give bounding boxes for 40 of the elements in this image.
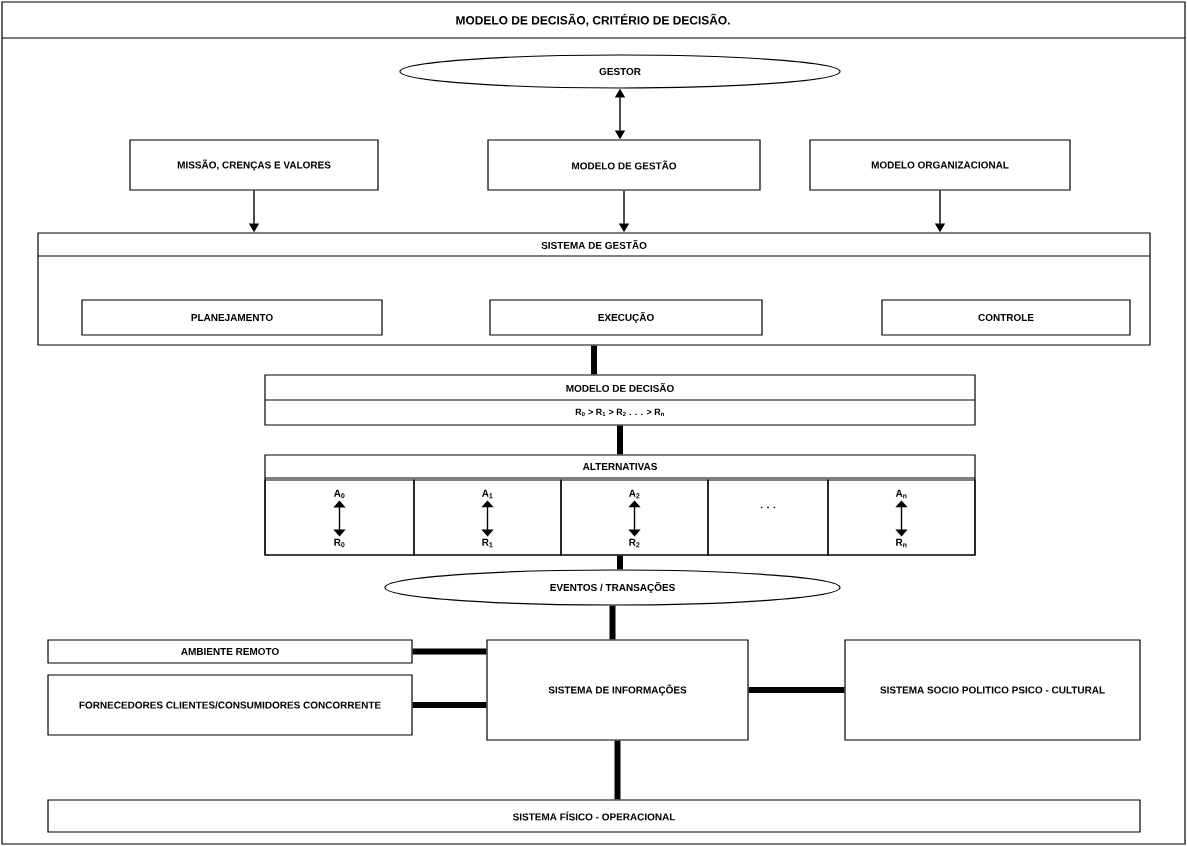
process-box: SISTEMA FÍSICO - OPERACIONAL <box>47 799 1141 833</box>
connector <box>591 345 597 375</box>
symbol-label: R$_{0}$ <box>334 538 345 548</box>
symbol-label: R$_{2}$ <box>629 538 640 548</box>
connector <box>412 702 487 708</box>
table-cell <box>413 479 562 556</box>
symbol-label: R$_{n}$ <box>896 538 907 548</box>
process-box: MODELO DE GESTÃO <box>487 139 761 191</box>
process-box: SISTEMA SOCIO POLITICO PSICO - CULTURAL <box>844 639 1141 741</box>
connector <box>617 555 623 570</box>
process-box: FORNECEDORES CLIENTES/CONSUMIDORES CONCORRENTE <box>47 674 413 736</box>
title: MODELO DE DECISÃO, CRITÉRIO DE DECISÃO. <box>456 13 730 27</box>
symbol-label: R$_{1}$ <box>482 538 493 548</box>
symbol-label: A$_{2}$ <box>628 489 640 499</box>
table-cell <box>827 479 976 556</box>
ellipse-node: EVENTOS / TRANSAÇÕES <box>384 569 841 606</box>
connector <box>614 740 621 800</box>
connector <box>748 687 845 693</box>
table-cell: . . . <box>707 479 829 556</box>
ellipse-node: GESTOR <box>399 54 841 89</box>
arrow <box>333 500 346 537</box>
symbol-label: A$_{0}$ <box>333 489 345 499</box>
connector <box>617 425 623 455</box>
process-box: EXECUÇÃO <box>489 299 763 336</box>
arrow <box>628 500 641 537</box>
process-box: MISSÃO, CRENÇAS E VALORES <box>129 139 379 191</box>
arrow <box>895 500 908 537</box>
table-cell <box>264 479 415 556</box>
process-box: CONTROLE <box>881 299 1131 336</box>
process-box: PLANEJAMENTO <box>81 299 383 336</box>
table-cell <box>560 479 709 556</box>
process-box: MODELO ORGANIZACIONAL <box>809 139 1071 191</box>
symbol-label: A$_{1}$ <box>481 489 493 499</box>
process-box: SISTEMA DE INFORMAÇÕES <box>486 639 749 741</box>
arrow <box>481 500 494 537</box>
symbol-label: A$_{n}$ <box>895 489 907 499</box>
process-box: AMBIENTE REMOTO <box>47 639 413 664</box>
panel-box: MODELO DE DECISÃO R$_{0}$ > R$_{1}$ > R$_{2}$ . . . > R$_{n}$ <box>264 374 976 426</box>
connector <box>609 605 616 640</box>
connector <box>412 648 487 655</box>
